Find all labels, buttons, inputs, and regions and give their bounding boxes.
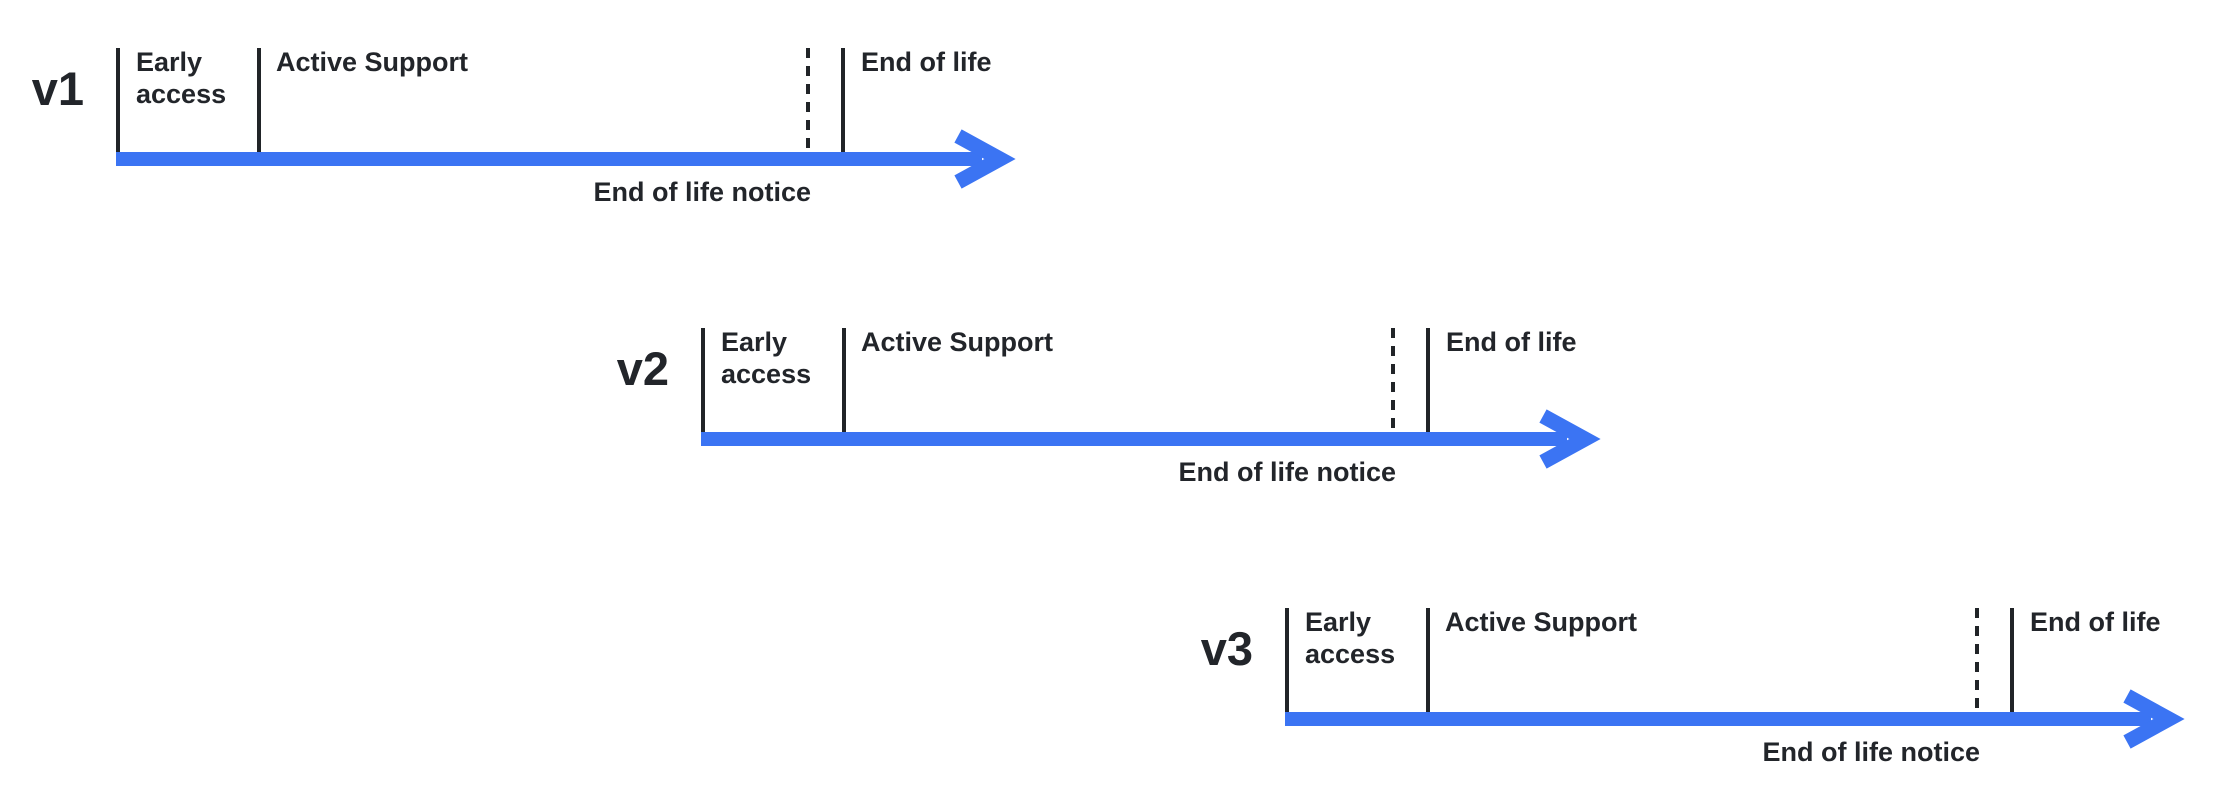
early-access-label: Early access [721,327,812,389]
eol-notice-dashed-tick [1975,608,1979,712]
end-of-life-tick [841,48,845,152]
active-support-start-tick [257,48,261,152]
active-support-start-tick [842,328,846,432]
timeline-arrow-icon [1285,689,2185,749]
version-label: v1 [31,62,84,115]
early-access-start-tick [1285,608,1289,712]
end-of-life-notice-label: End of life notice [593,177,811,207]
active-support-label: Active Support [861,327,1054,357]
end-of-life-label: End of life [861,47,992,77]
timeline-arrow-icon [701,409,1601,469]
eol-notice-dashed-tick [1391,328,1395,432]
early-access-label: Early access [1305,607,1396,669]
end-of-life-notice-label: End of life notice [1762,737,1980,767]
end-of-life-notice-label: End of life notice [1178,457,1396,487]
version-label: v3 [1200,622,1253,675]
timeline-v2: v2 Early access Active Support End of li… [617,327,1821,528]
end-of-life-label: End of life [1446,327,1577,357]
timeline-v1: v1 Early access Active Support End of li… [32,47,1236,248]
end-of-life-tick [1426,328,1430,432]
timeline-v3: v3 Early access Active Support End of li… [1201,607,2228,808]
end-of-life-tick [2010,608,2014,712]
active-support-label: Active Support [1445,607,1638,637]
early-access-label: Early access [136,47,227,109]
end-of-life-label: End of life [2030,607,2161,637]
early-access-start-tick [116,48,120,152]
eol-notice-dashed-tick [806,48,810,152]
timeline-arrow-icon [116,129,1016,189]
early-access-start-tick [701,328,705,432]
active-support-start-tick [1426,608,1430,712]
active-support-label: Active Support [276,47,469,77]
version-label: v2 [616,342,669,395]
